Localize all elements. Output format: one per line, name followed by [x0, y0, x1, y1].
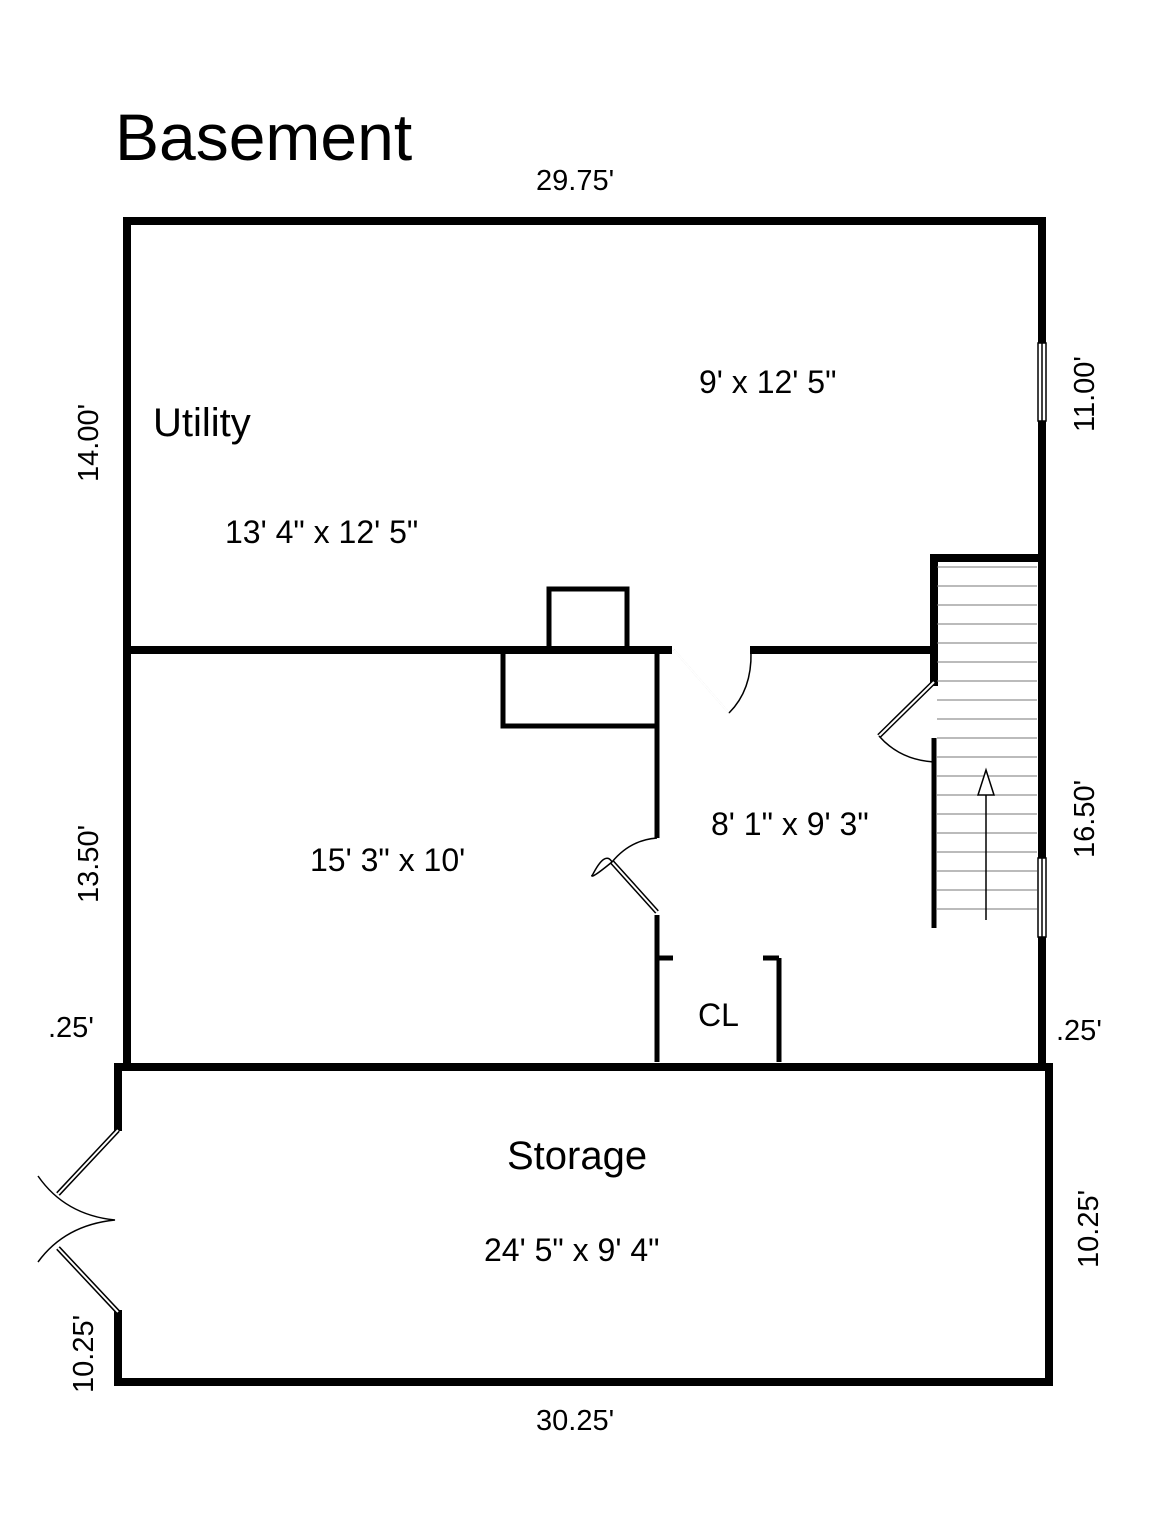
- dimension-storage-right: 10.25': [1073, 1190, 1105, 1268]
- room-name-closet: CL: [698, 997, 739, 1033]
- room-dims-storage: 24' 5" x 9' 4": [484, 1232, 659, 1268]
- stairs: [937, 566, 1037, 910]
- door-utility-hall: [673, 649, 752, 714]
- dimension-right-upper: 11.00': [1069, 356, 1101, 432]
- dimension-left-upper: 14.00': [73, 404, 105, 482]
- room-dims-utility-east: 9' x 12' 5": [699, 364, 836, 400]
- stair-direction-arrow-icon: [976, 767, 996, 920]
- dimension-bottom: 30.25': [536, 1405, 614, 1437]
- room-dims-hall: 8' 1" x 9' 3": [711, 806, 869, 842]
- door-west-room: [591, 837, 659, 914]
- room-name-utility: Utility: [153, 401, 251, 445]
- door-storage-double: [37, 1128, 120, 1314]
- dimension-right-step: .25': [1056, 1015, 1102, 1047]
- dimension-right-middle: 16.50': [1069, 780, 1101, 858]
- room-dims-south-west: 15' 3" x 10': [310, 842, 465, 878]
- plan-title: Basement: [115, 100, 412, 174]
- window-lower: [1037, 857, 1047, 938]
- door-stair: [877, 680, 936, 763]
- dimension-left-step: .25': [48, 1012, 94, 1044]
- room-dims-utility: 13' 4" x 12' 5": [225, 514, 418, 550]
- room-name-storage: Storage: [507, 1134, 647, 1178]
- walls: [114, 217, 1053, 1386]
- window-upper: [1037, 342, 1047, 422]
- dimension-storage-left: 10.25': [68, 1315, 100, 1393]
- dimension-left-middle: 13.50': [73, 825, 105, 903]
- dimension-top: 29.75': [536, 165, 614, 197]
